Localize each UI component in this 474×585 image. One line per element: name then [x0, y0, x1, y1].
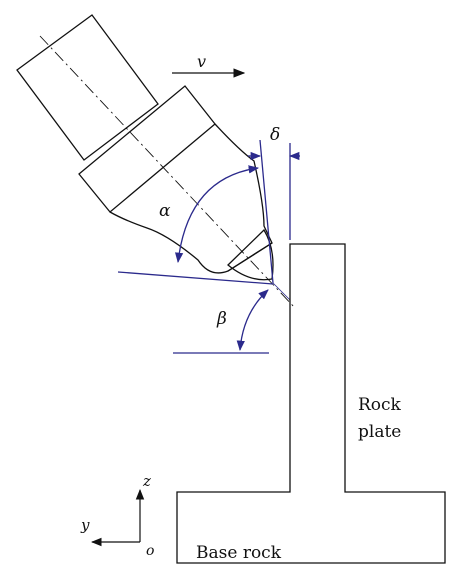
z-axis-label: z [142, 472, 151, 490]
alpha-label: α [159, 201, 171, 221]
velocity-indicator: v [172, 52, 246, 78]
beta-label: β [216, 309, 227, 329]
rock-plate-label-line1: Rock [358, 395, 402, 415]
y-axis-label: y [80, 516, 90, 534]
delta-line-left [259, 139, 274, 284]
pick-head [109, 123, 273, 274]
pick-shank [16, 14, 159, 161]
delta-label: δ [270, 125, 280, 145]
carbide-tip [227, 228, 274, 281]
base-rock-label: Base rock [196, 543, 282, 563]
coordinate-axes [90, 488, 145, 547]
pick-cutter [16, 14, 274, 281]
origin-label: o [146, 543, 154, 559]
beta-arc [236, 289, 269, 352]
alpha-arc [174, 165, 260, 264]
velocity-label: v [197, 52, 206, 71]
tip-line [227, 242, 273, 272]
rock-outline [176, 243, 446, 564]
angle-annotations [117, 139, 300, 354]
rock-plate-label-line2: plate [358, 422, 401, 442]
rake-line [272, 282, 291, 301]
reference-line-tip [117, 271, 274, 285]
